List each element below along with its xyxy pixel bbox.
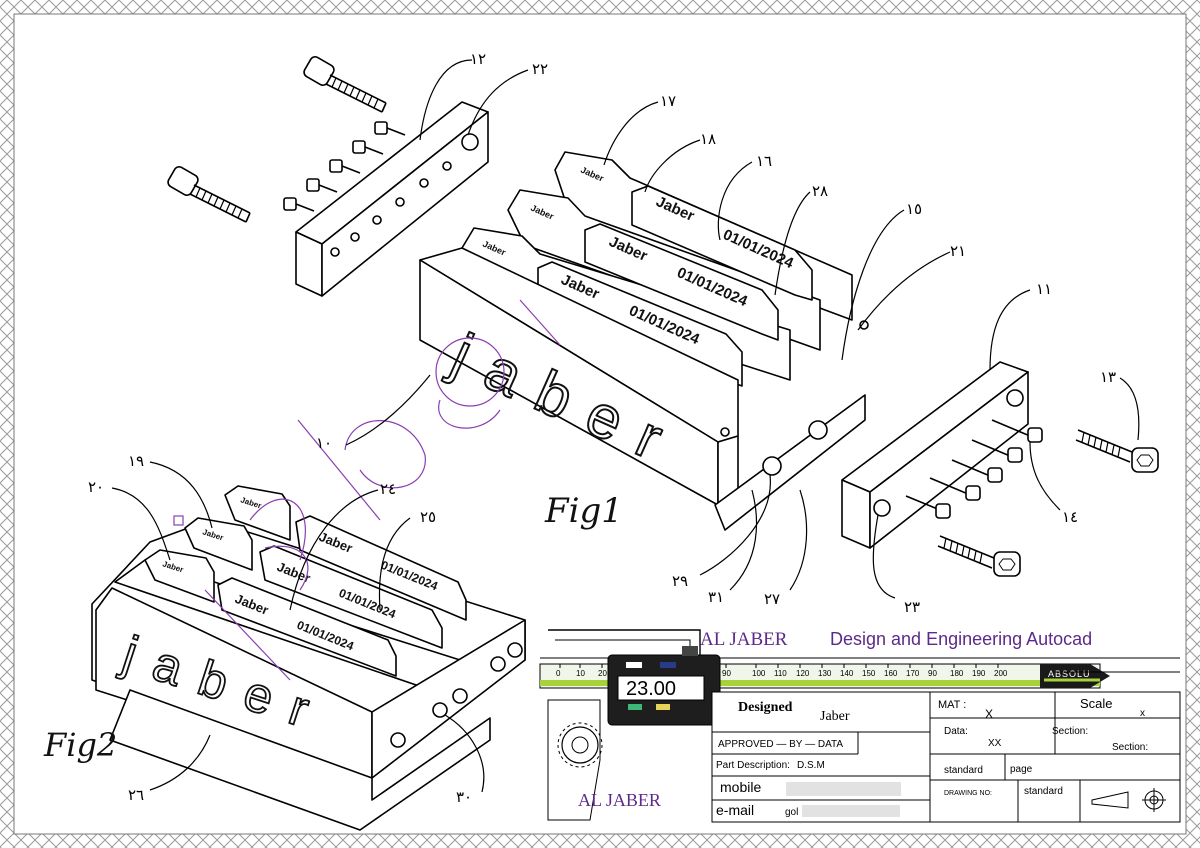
standard-b: standard	[1024, 786, 1063, 797]
scale-tick-label: 130	[818, 669, 832, 678]
section-label: Section:	[1052, 726, 1088, 737]
fig1-label: Fig1	[544, 491, 623, 531]
label-15: ١٥	[906, 200, 922, 218]
fig2-label: Fig2	[43, 726, 117, 764]
scale-label: Scale	[1080, 696, 1113, 711]
title-block: AL JABER Design and Engineering Autocad …	[539, 629, 1181, 823]
approved-label: APPROVED — BY — DATA	[718, 739, 843, 750]
caliper-scale: 0 10 20 90 100 110 120 130 140 150 160 170 90 180 190 2…	[556, 664, 1008, 678]
label-27: ٢٧	[764, 590, 780, 608]
label-26: ٢٦	[128, 786, 144, 804]
part-desc-value: D.S.M	[797, 760, 825, 771]
fig1-assembly	[167, 56, 1159, 577]
label-30: ٣٠	[456, 788, 472, 806]
leader-lines	[111, 59, 1140, 793]
scale-tick-label: 20	[598, 669, 607, 678]
purple-sketch-marks	[173, 299, 561, 681]
mat-label: MAT :	[938, 699, 966, 711]
scale-tick-label: 0	[556, 669, 561, 678]
scale-tick-label: 170	[906, 669, 920, 678]
scale-tick-label: 180	[950, 669, 964, 678]
label-29: ٢٩	[672, 572, 688, 590]
left-clamp-bar	[295, 101, 489, 297]
scale-tick-label: 90	[928, 669, 937, 678]
label-16: ١٦	[756, 152, 772, 170]
label-25: ٢٥	[420, 508, 436, 526]
label-12: ١٢	[470, 50, 486, 68]
email-label: e-mail	[716, 802, 754, 818]
mat-value: X	[985, 707, 993, 721]
right-clamp-bar	[841, 361, 1029, 549]
caliper-graphic: ABSOLU 23.00	[539, 629, 1180, 821]
bolt-13	[1075, 429, 1159, 473]
part-desc-label: Part Description:	[716, 760, 790, 771]
designed-label: Designed	[738, 700, 793, 715]
logo-text: AL JABER	[578, 790, 661, 810]
label-28: ٢٨	[812, 182, 828, 200]
section-value: Section:	[1112, 742, 1148, 753]
label-10: ١٠	[316, 434, 332, 452]
scale-tick-label: 160	[884, 669, 898, 678]
label-13: ١٣	[1100, 368, 1116, 386]
designed-value: Jaber	[820, 709, 850, 724]
label-14: ١٤	[1062, 508, 1078, 526]
label-22: ٢٢	[532, 60, 548, 78]
fig2-assembly	[91, 485, 526, 831]
email-value: gol	[785, 807, 798, 818]
bolt-12	[303, 56, 387, 113]
bolt-right-lower	[937, 535, 1021, 577]
projection-symbol-icon	[1091, 788, 1166, 812]
label-20: ٢٠	[88, 478, 104, 496]
standard-a: standard	[944, 765, 983, 776]
scale-tick-label: 190	[972, 669, 986, 678]
label-23: ٢٣	[904, 598, 920, 616]
scale-tick-label: 100	[752, 669, 766, 678]
label-18: ١٨	[700, 130, 716, 148]
scale-tick-label: 120	[796, 669, 810, 678]
scale-tick-label: 150	[862, 669, 876, 678]
label-24: ٢٤	[380, 480, 396, 498]
mobile-label: mobile	[720, 779, 761, 795]
scale-value: x	[1140, 708, 1145, 719]
label-31: ٣١	[708, 588, 724, 606]
caliper-reading: 23.00	[626, 678, 676, 700]
label-19: ١٩	[128, 452, 144, 470]
part-numbers: ١٢ ٢٢ ١٧ ١٨ ١٦ ٢٨ ١٥ ٢١ ١١ ١٣ ١٤ ٢٣ ٢٧ ٣…	[88, 50, 1116, 806]
data-label: Data:	[944, 726, 968, 737]
banner-title-b: Design and Engineering Autocad	[830, 629, 1092, 649]
short-screws-left	[283, 121, 406, 212]
label-21: ٢١	[950, 242, 966, 260]
scale-tick-label: 10	[576, 669, 585, 678]
data-value: XX	[988, 738, 1002, 749]
caliper-brand: ABSOLU	[1048, 669, 1091, 679]
scale-tick-label: 110	[774, 669, 787, 678]
drawing-no-label: DRAWING NO:	[944, 790, 992, 797]
banner-title-a: AL JABER	[700, 629, 788, 650]
scale-tick-label: 200	[994, 669, 1008, 678]
page-label: page	[1010, 764, 1033, 775]
label-11: ١١	[1036, 280, 1052, 298]
scale-tick-label: 90	[722, 669, 731, 678]
short-screws-right	[905, 419, 1043, 519]
label-17: ١٧	[660, 92, 676, 110]
scale-tick-label: 140	[840, 669, 854, 678]
bolt-left-lower	[167, 166, 251, 223]
